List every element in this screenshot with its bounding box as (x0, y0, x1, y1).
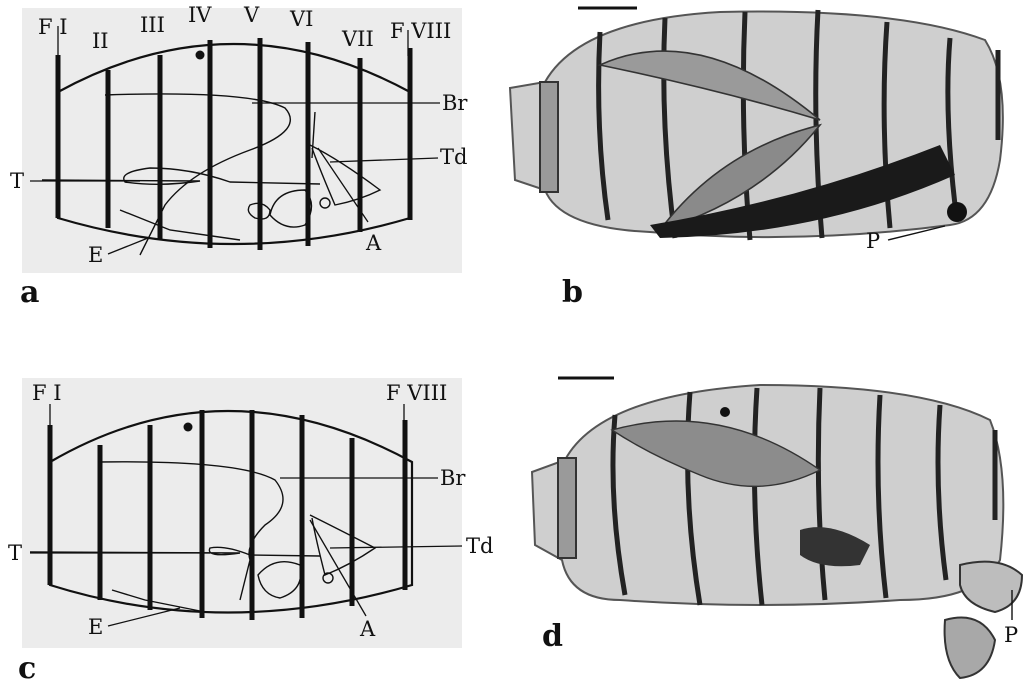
panel-b-photo: P b (510, 8, 1003, 310)
panel-a-callout-br: Br (442, 91, 468, 115)
panel-b-callout-p: P (866, 229, 880, 253)
panel-c-spiracle-dot (184, 423, 193, 432)
panel-a-label-f8: F VIII (390, 19, 451, 43)
panel-d-photo: P d (532, 378, 1022, 678)
panel-a-schematic: F I II III IV V VI VII F VIII Br Td T E … (10, 3, 468, 310)
panel-c-schematic: F I F VIII Br Td T E A c (8, 378, 493, 686)
panel-a-label-iii: III (140, 13, 165, 37)
panel-a-label-f1: F I (38, 15, 68, 39)
panel-a-background (22, 8, 462, 273)
panel-a-label-iv: IV (188, 3, 212, 27)
panel-b-letter: b (562, 275, 583, 310)
panel-a-label-vi: VI (289, 7, 313, 31)
panel-a-label-v: V (243, 3, 260, 27)
panel-d-callout-p: P (1004, 623, 1018, 647)
panel-a-callout-td: Td (440, 145, 467, 169)
panel-d-collar (558, 458, 576, 558)
panel-a-callout-t: T (10, 169, 24, 193)
panel-b-collar (540, 82, 558, 192)
panel-b-pedicel (947, 202, 967, 222)
panel-c-label-f1: F I (32, 381, 62, 405)
panel-c-callout-t: T (8, 541, 22, 565)
panel-d-letter: d (542, 619, 563, 654)
panel-c-callout-td: Td (466, 534, 493, 558)
panel-a-spiracle-dot (196, 51, 205, 60)
panel-a-callout-a: A (365, 231, 382, 255)
panel-c-label-f8: F VIII (386, 381, 447, 405)
panel-d-body (532, 385, 1003, 605)
panel-a-callout-e: E (88, 243, 103, 267)
panel-a-label-ii: II (92, 29, 109, 53)
panel-d-spiracle-dot (720, 407, 730, 417)
panel-c-callout-e: E (88, 615, 103, 639)
panel-a-label-vii: VII (341, 27, 374, 51)
panel-c-callout-br: Br (440, 466, 466, 490)
panel-d-pedicel-lower (945, 618, 995, 679)
panel-a-letter: a (20, 275, 39, 310)
panel-c-letter: c (18, 651, 36, 686)
panel-c-callout-a: A (359, 617, 376, 641)
panel-c-background (22, 378, 462, 648)
